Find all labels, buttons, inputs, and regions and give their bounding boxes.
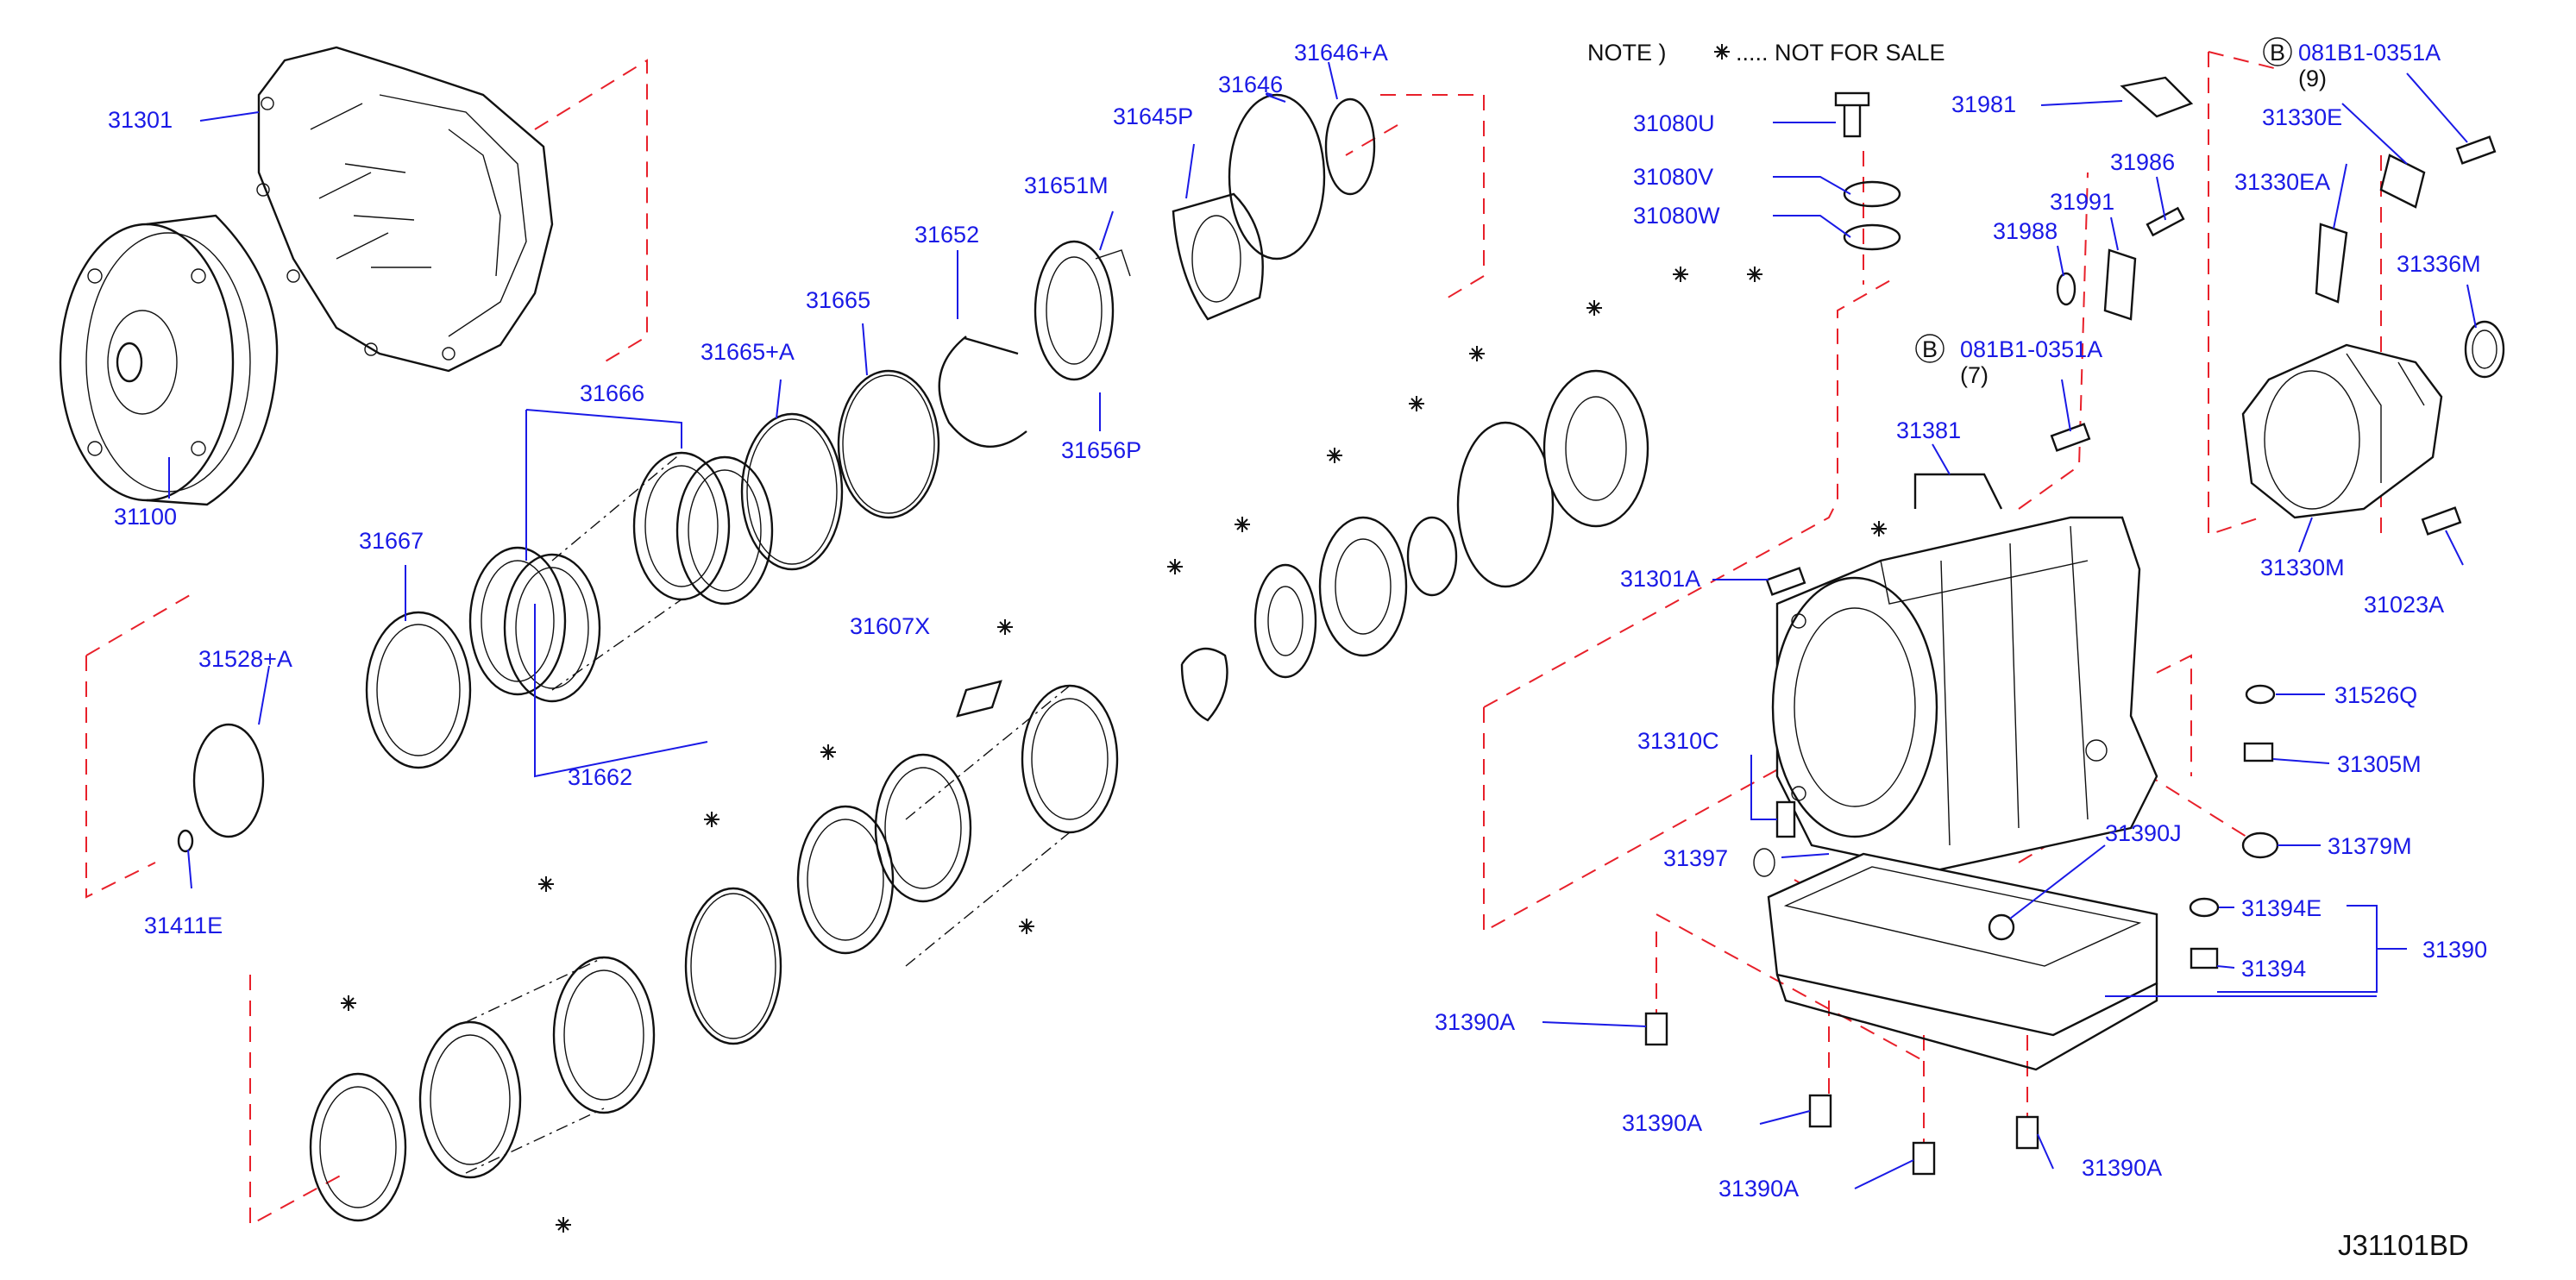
bolt-part-label: 081B1-0351A bbox=[2298, 40, 2441, 66]
clutch-plate-31667 bbox=[365, 611, 472, 769]
converter-housing-31301 bbox=[256, 46, 554, 373]
clutch-pack-lower bbox=[309, 684, 1119, 1222]
part-label: 31379M bbox=[2328, 833, 2412, 859]
rings-row-upper bbox=[177, 93, 1376, 853]
part-label: 31390A bbox=[2082, 1155, 2162, 1181]
part-label: 31662 bbox=[568, 764, 632, 790]
part-label: 31394E bbox=[2241, 895, 2322, 921]
part-label: 31305M bbox=[2337, 751, 2422, 777]
part-label: 31390A bbox=[1435, 1009, 1515, 1035]
part-label: 31390 bbox=[2422, 937, 2487, 963]
part-label: 31528+A bbox=[198, 646, 292, 672]
part-label: 31646 bbox=[1218, 72, 1283, 97]
extension-housing-31330M bbox=[2241, 320, 2505, 519]
part-label: 31336M bbox=[2397, 251, 2481, 277]
note-text: ..... NOT FOR SALE bbox=[1736, 40, 1945, 66]
part-label: 31667 bbox=[359, 528, 424, 554]
part-label: 31397 bbox=[1663, 845, 1728, 871]
bolt-badge: B bbox=[2270, 40, 2285, 66]
bolt-badge-icon bbox=[1915, 334, 1945, 363]
clutch-pack-31666 bbox=[551, 451, 774, 691]
part-label: 31656P bbox=[1061, 437, 1141, 463]
part-label: 31330EA bbox=[2234, 169, 2330, 195]
part-label: 31526Q bbox=[2334, 682, 2417, 708]
part-label: 31607X bbox=[850, 613, 930, 639]
part-label: 31645P bbox=[1113, 104, 1193, 129]
part-label: 31080V bbox=[1633, 164, 1713, 190]
part-label: 31301A bbox=[1620, 566, 1700, 592]
bolt-part-label: 081B1-0351A bbox=[1960, 336, 2102, 362]
part-label: 31390J bbox=[2105, 820, 2182, 846]
part-label: 31981 bbox=[1951, 91, 2016, 117]
diagram-id: J31101BD bbox=[2338, 1229, 2469, 1261]
note-asterisk-icon bbox=[1714, 44, 1730, 60]
part-label: 31394 bbox=[2241, 956, 2306, 982]
center-components bbox=[956, 369, 1649, 722]
clutch-pack-31662 bbox=[468, 546, 601, 703]
bolt-badge-icon bbox=[2263, 37, 2292, 66]
part-label: 31651M bbox=[1024, 173, 1109, 198]
part-label: 31652 bbox=[914, 222, 979, 248]
part-label: 31986 bbox=[2110, 149, 2175, 175]
part-label: 31988 bbox=[1993, 218, 2058, 244]
part-labels: NOTE ) ..... NOT FOR SALE B 081B1-0351A … bbox=[108, 37, 2487, 1261]
part-label: 31330E bbox=[2262, 104, 2342, 130]
part-label: 31665 bbox=[806, 287, 870, 313]
bolt-badge: B bbox=[1922, 336, 1938, 362]
part-label: 31301 bbox=[108, 107, 173, 133]
part-label: 31023A bbox=[2364, 592, 2444, 618]
part-label: 31390A bbox=[1718, 1176, 1799, 1202]
part-label: 31666 bbox=[580, 380, 644, 406]
bolt-qty: (9) bbox=[2298, 66, 2327, 91]
part-label: 31411E bbox=[144, 913, 223, 938]
part-label: 31665+A bbox=[701, 339, 795, 365]
part-label: 31390A bbox=[1622, 1110, 1702, 1136]
transmission-case bbox=[1771, 516, 2158, 873]
hardware-small-parts bbox=[1644, 76, 2497, 1176]
oil-pan-31390 bbox=[1753, 848, 2158, 1071]
bolt-qty: (7) bbox=[1960, 362, 1989, 388]
part-label: 31080U bbox=[1633, 110, 1715, 136]
part-label: 31646+A bbox=[1294, 40, 1388, 66]
part-label: 31100 bbox=[114, 504, 177, 530]
note-prefix: NOTE ) bbox=[1587, 40, 1667, 66]
leader-lines bbox=[168, 61, 2477, 1189]
part-label: 31381 bbox=[1896, 417, 1961, 443]
part-label: 31330M bbox=[2260, 555, 2345, 580]
part-label: 31080W bbox=[1633, 203, 1720, 229]
part-label: 31991 bbox=[2050, 189, 2114, 215]
part-label: 31310C bbox=[1637, 728, 1719, 754]
